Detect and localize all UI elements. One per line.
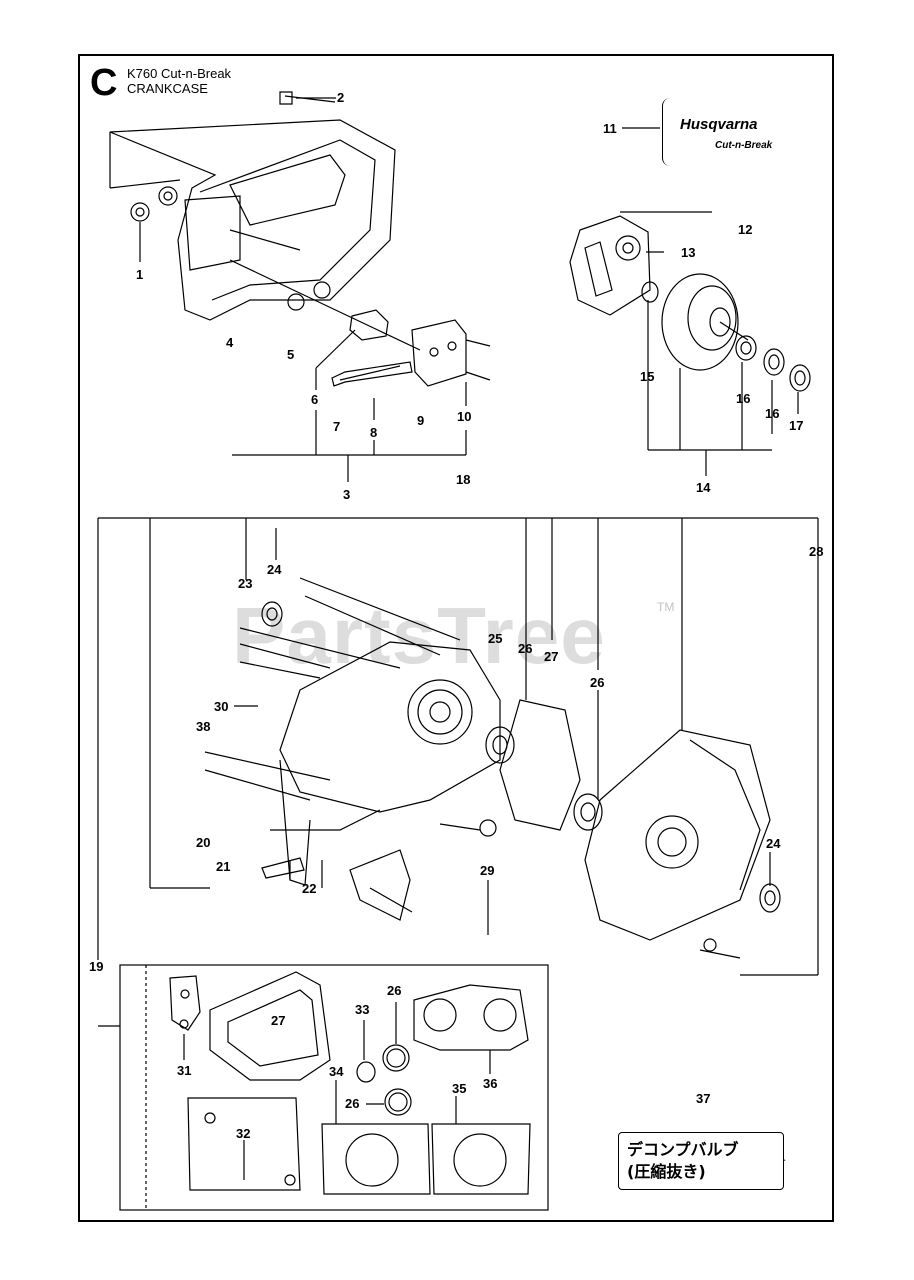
notice-text: デコンプバルブ (圧縮抜き)	[627, 1139, 739, 1183]
callout-27-b: 27	[271, 1013, 286, 1028]
callout-2: 2	[337, 90, 345, 105]
callout-30: 30	[214, 699, 229, 714]
watermark-tm: TM	[657, 600, 675, 614]
tensioner-assembly	[331, 309, 491, 387]
callout-24-b: 24	[766, 836, 781, 851]
diagram-frame	[78, 54, 834, 1222]
callout-17: 17	[789, 418, 804, 433]
callout-26-b: 26	[590, 675, 605, 690]
callout-16-b: 16	[765, 406, 780, 421]
section-letter: C	[90, 62, 118, 104]
callout-9: 9	[417, 413, 425, 428]
callout-14: 14	[696, 480, 711, 495]
brand-subtitle: Cut-n-Break	[715, 140, 773, 151]
leader-lines-top-right	[647, 300, 799, 476]
callout-10: 10	[457, 409, 472, 424]
decompression-valve-notice: デコンプバルブ (圧縮抜き)	[618, 1132, 784, 1190]
brand-name: Husqvarna	[680, 116, 758, 133]
callout-7: 7	[333, 419, 341, 434]
callout-34: 34	[329, 1064, 344, 1079]
callout-16-a: 16	[736, 391, 751, 406]
leader-lines-middle	[97, 517, 819, 1027]
callout-35: 35	[452, 1081, 467, 1096]
callout-5: 5	[287, 347, 295, 362]
callout-26-d: 26	[345, 1096, 360, 1111]
notice-line-2: (圧縮抜き)	[627, 1162, 706, 1181]
leader-lines-top-left	[139, 97, 467, 482]
diagram-title: K760 Cut-n-Break CRANKCASE	[127, 66, 231, 96]
callout-13: 13	[681, 245, 696, 260]
callout-27-a: 27	[544, 649, 559, 664]
gasket-kit	[119, 964, 549, 1211]
callout-20: 20	[196, 835, 211, 850]
model-name: K760 Cut-n-Break	[127, 66, 232, 81]
callout-28: 28	[809, 544, 824, 559]
watermark: PartsTree	[232, 591, 606, 680]
brand-label-plate	[662, 98, 809, 166]
crankcase-assembly	[204, 577, 781, 959]
callout-33: 33	[355, 1002, 370, 1017]
assembly-name: CRANKCASE	[127, 81, 208, 96]
callout-22: 22	[302, 881, 317, 896]
callout-36: 36	[483, 1076, 498, 1091]
callout-1: 1	[136, 267, 144, 282]
callout-31: 31	[177, 1063, 192, 1078]
callout-23: 23	[238, 576, 253, 591]
callout-8: 8	[370, 425, 378, 440]
callout-29: 29	[480, 863, 495, 878]
callout-26-c: 26	[387, 983, 402, 998]
notice-line-1: デコンプバルブ	[627, 1140, 739, 1159]
callout-37: 37	[696, 1091, 711, 1106]
callout-25: 25	[488, 631, 503, 646]
callout-4: 4	[226, 335, 234, 350]
callout-26-a: 26	[518, 641, 533, 656]
callout-15: 15	[640, 369, 655, 384]
callout-24-a: 24	[267, 562, 282, 577]
callout-6: 6	[311, 392, 319, 407]
callout-21: 21	[216, 859, 231, 874]
callout-3: 3	[343, 487, 351, 502]
callout-32: 32	[236, 1126, 251, 1141]
callout-19: 19	[89, 959, 104, 974]
clutch-assembly	[569, 211, 811, 392]
callout-38: 38	[196, 719, 211, 734]
callout-18: 18	[456, 472, 471, 487]
belt-guard-assembly	[109, 91, 421, 351]
leader-lines-gasket	[183, 1002, 491, 1180]
callout-12: 12	[738, 222, 753, 237]
callout-11: 11	[603, 121, 617, 136]
